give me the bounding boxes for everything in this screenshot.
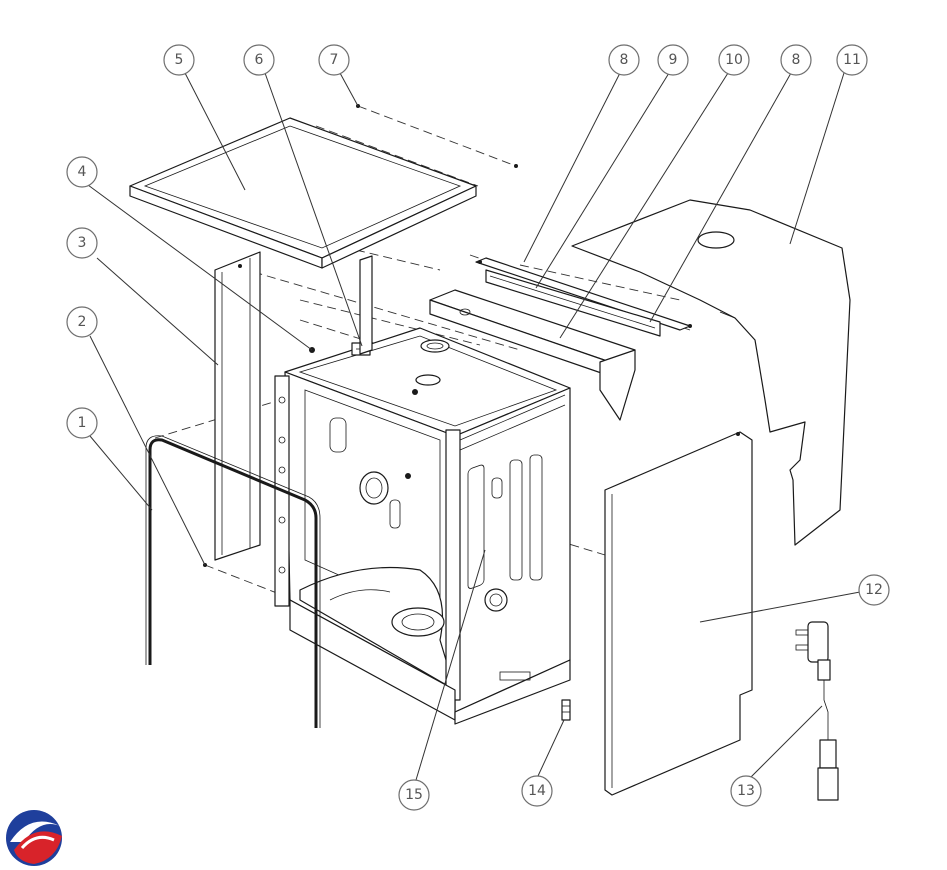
callout-label: 2 bbox=[78, 314, 87, 330]
callout-2: 2 bbox=[66, 306, 98, 338]
callout-label: 4 bbox=[78, 164, 87, 180]
callout-15: 15 bbox=[398, 779, 430, 811]
callout-3: 3 bbox=[66, 227, 98, 259]
callout-8-right: 8 bbox=[780, 44, 812, 76]
part-foot-screw bbox=[561, 699, 571, 721]
part-hinge-column bbox=[359, 255, 373, 355]
callout-1: 1 bbox=[66, 407, 98, 439]
callout-11: 11 bbox=[836, 44, 868, 76]
part-right-side-panel bbox=[604, 431, 753, 796]
callout-13: 13 bbox=[730, 775, 762, 807]
callout-label: 11 bbox=[843, 52, 861, 68]
callout-5: 5 bbox=[163, 44, 195, 76]
callout-label: 9 bbox=[669, 52, 678, 68]
callout-7: 7 bbox=[318, 44, 350, 76]
part-power-cord bbox=[795, 621, 839, 801]
callout-label: 13 bbox=[737, 783, 755, 799]
brand-logo bbox=[6, 810, 62, 866]
callout-label: 12 bbox=[865, 582, 883, 598]
callout-label: 14 bbox=[528, 783, 546, 799]
callout-label: 8 bbox=[620, 52, 629, 68]
callout-14: 14 bbox=[521, 775, 553, 807]
callout-6: 6 bbox=[243, 44, 275, 76]
callout-label: 7 bbox=[330, 52, 339, 68]
callout-12: 12 bbox=[858, 574, 890, 606]
callout-label: 15 bbox=[405, 787, 423, 803]
callout-9: 9 bbox=[657, 44, 689, 76]
part-rear-cover bbox=[571, 199, 851, 546]
part-top-rails bbox=[429, 257, 692, 421]
callout-label: 10 bbox=[725, 52, 743, 68]
callout-label: 8 bbox=[792, 52, 801, 68]
callout-label: 5 bbox=[175, 52, 184, 68]
callout-label: 1 bbox=[78, 415, 87, 431]
callout-10: 10 bbox=[718, 44, 750, 76]
part-top-cover bbox=[129, 104, 518, 269]
callout-label: 6 bbox=[255, 52, 264, 68]
callout-4: 4 bbox=[66, 156, 98, 188]
callout-label: 3 bbox=[78, 235, 87, 251]
part-main-tub bbox=[274, 327, 571, 725]
callout-8-left: 8 bbox=[608, 44, 640, 76]
part-side-panel bbox=[214, 251, 261, 561]
leader-lines bbox=[87, 72, 861, 781]
